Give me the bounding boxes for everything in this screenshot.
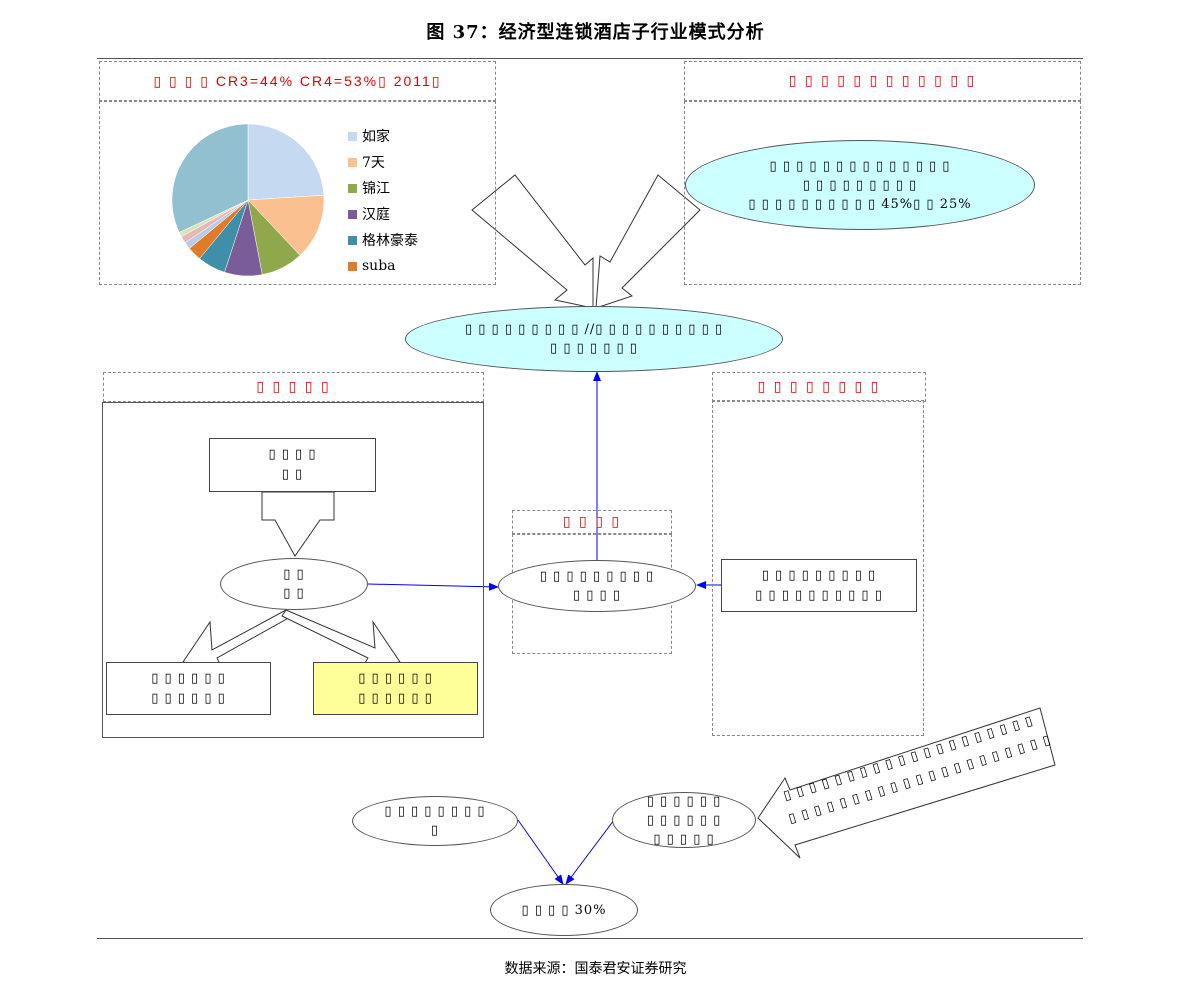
- figure-title: 图 37：经济型连锁酒店子行业模式分析: [426, 22, 765, 43]
- panel-mid-right-header-box: ▯ ▯ ▯ ▯ ▯ ▯ ▯ ▯: [712, 372, 926, 402]
- pie-slice-0: [247, 123, 325, 201]
- connector-bottom-left: [517, 819, 564, 885]
- legend-label: 如家: [362, 129, 390, 145]
- legend-swatch: [348, 131, 357, 141]
- panel-center-header: ▯ ▯ ▯ ▯: [562, 514, 622, 530]
- panel-top-left-header-box: ▯ ▯ ▯ ▯ CR3=44% CR4=53%▯ 2011▯: [99, 61, 496, 101]
- legend-label: suba: [362, 258, 396, 274]
- left-bottom-left-box: ▯ ▯ ▯ ▯ ▯ ▯ ▯ ▯ ▯ ▯ ▯ ▯: [106, 662, 271, 715]
- panel-mid-right-header: ▯ ▯ ▯ ▯ ▯ ▯ ▯ ▯: [757, 379, 881, 395]
- legend-label: 格林豪泰: [362, 233, 418, 249]
- legend-swatch: [348, 157, 357, 167]
- legend-label: 锦江: [362, 181, 390, 197]
- left-ellipse: ▯ ▯ ▯ ▯: [220, 558, 368, 610]
- bottom-right-ellipse: ▯ ▯ ▯ ▯ ▯ ▯ ▯ ▯ ▯ ▯ ▯ ▯ ▯ ▯ ▯ ▯ ▯: [612, 792, 756, 848]
- legend-label: 汉庭: [362, 207, 390, 223]
- panel-mid-left-header-box: ▯ ▯ ▯ ▯ ▯: [103, 372, 484, 402]
- panel-mid-left-body: [102, 402, 484, 738]
- panel-mid-right-body: [712, 400, 924, 736]
- legend-swatch: [348, 209, 357, 219]
- bottom-left-ellipse: ▯ ▯ ▯ ▯ ▯ ▯ ▯ ▯ ▯: [352, 796, 518, 846]
- panel-mid-left-header: ▯ ▯ ▯ ▯ ▯: [256, 379, 331, 395]
- legend-item: 如家: [348, 123, 418, 149]
- left-top-box: ▯ ▯ ▯ ▯ ▯ ▯: [209, 438, 376, 492]
- center-cyan-ellipse: ▯ ▯ ▯ ▯ ▯ ▯ ▯ ▯ ▯ //▯ ▯ ▯ ▯ ▯ ▯ ▯ ▯ ▯ ▯ …: [405, 306, 783, 372]
- left-bottom-right-box-highlight: ▯ ▯ ▯ ▯ ▯ ▯ ▯ ▯ ▯ ▯ ▯ ▯: [313, 662, 478, 715]
- hollow-arrow-left-top: [471, 174, 594, 309]
- pie-slice-1: [247, 194, 325, 256]
- panel-top-right-header-box: ▯ ▯ ▯ ▯ ▯ ▯ ▯ ▯ ▯ ▯ ▯ ▯: [684, 61, 1081, 101]
- legend-swatch: [348, 183, 357, 193]
- legend-item: 汉庭: [348, 201, 418, 227]
- legend-item: 锦江: [348, 175, 418, 201]
- connector-left-to-center: [367, 582, 499, 591]
- panel-top-left-body: [99, 101, 496, 285]
- hollow-arrow-diagonal: [757, 707, 1056, 859]
- hollow-arrow-right-top: [595, 174, 701, 309]
- panel-top-right-header: ▯ ▯ ▯ ▯ ▯ ▯ ▯ ▯ ▯ ▯ ▯ ▯: [788, 73, 977, 89]
- right-box: ▯ ▯ ▯ ▯ ▯ ▯ ▯ ▯ ▯ ▯ ▯ ▯ ▯ ▯ ▯ ▯ ▯ ▯ ▯: [721, 559, 917, 612]
- legend-item: suba: [348, 253, 418, 279]
- top-rule: [97, 58, 1083, 59]
- legend-item: 格林豪泰: [348, 227, 418, 253]
- connector-bottom-right: [565, 819, 615, 885]
- right-cyan-ellipse: ▯ ▯ ▯ ▯ ▯ ▯ ▯ ▯ ▯ ▯ ▯ ▯ ▯ ▯ ▯ ▯ ▯ ▯ ▯ ▯ …: [685, 140, 1035, 230]
- pie-slice-other-9: [171, 123, 249, 233]
- bottom-result-ellipse: ▯ ▯ ▯ ▯ 30%: [490, 884, 638, 936]
- legend-swatch: [348, 235, 357, 245]
- source-note: 数据来源：国泰君安证券研究: [504, 961, 687, 977]
- center-node-ellipse: ▯ ▯ ▯ ▯ ▯ ▯ ▯ ▯ ▯ ▯ ▯ ▯ ▯: [498, 560, 696, 612]
- panel-top-right-body: [684, 101, 1081, 285]
- panel-top-left-header: ▯ ▯ ▯ ▯ CR3=44% CR4=53%▯ 2011▯: [153, 73, 442, 89]
- legend-label: 7天: [362, 155, 385, 171]
- legend-swatch: [348, 261, 357, 271]
- hollow-arrow-down: [261, 491, 335, 557]
- bottom-rule: [97, 938, 1083, 939]
- pie-legend: 如家 7天 锦江 汉庭 格林豪泰 suba: [348, 123, 418, 279]
- legend-item: 7天: [348, 149, 418, 175]
- panel-center-header-box: ▯ ▯ ▯ ▯: [512, 510, 672, 534]
